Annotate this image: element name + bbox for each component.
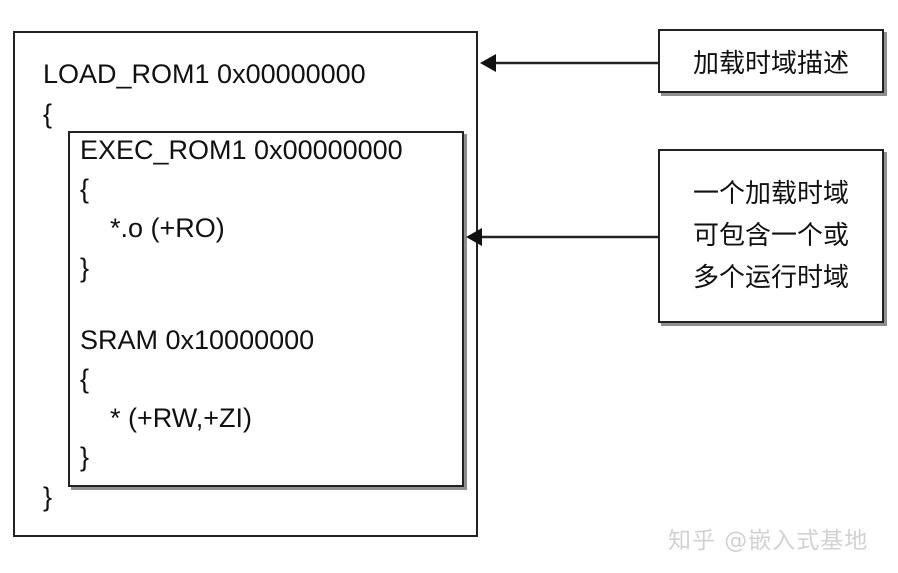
exec-region-box (68, 131, 464, 487)
arrow-to-exec-region (466, 228, 658, 246)
exec-rom1-content: *.o (+RO) (110, 213, 225, 243)
exec-note-line-2: 可包含一个或 (692, 221, 849, 251)
load-region-open-brace: { (43, 99, 53, 129)
load-region-close-brace: } (43, 482, 53, 512)
load-region-description-box: 加载时域描述 (658, 29, 884, 93)
exec-rom1-close-brace: } (80, 253, 90, 283)
exec-note-line-3: 多个运行时域 (692, 263, 849, 293)
exec-region-note-box: 一个加载时域 可包含一个或 多个运行时域 (658, 149, 884, 323)
watermark-text: 知乎 @嵌入式基地 (668, 528, 869, 554)
load-region-header: LOAD_ROM1 0x00000000 (43, 59, 366, 89)
sram-open-brace: { (80, 364, 90, 394)
exec-rom1-header: EXEC_ROM1 0x00000000 (80, 135, 403, 165)
sram-close-brace: } (80, 442, 90, 472)
load-region-description-label: 加载时域描述 (692, 48, 849, 79)
arrow-to-load-region (480, 54, 658, 72)
sram-header: SRAM 0x10000000 (80, 325, 315, 355)
sram-content: * (+RW,+ZI) (110, 403, 253, 433)
exec-note-line-1: 一个加载时域 (692, 179, 849, 209)
exec-rom1-open-brace: { (80, 174, 90, 204)
